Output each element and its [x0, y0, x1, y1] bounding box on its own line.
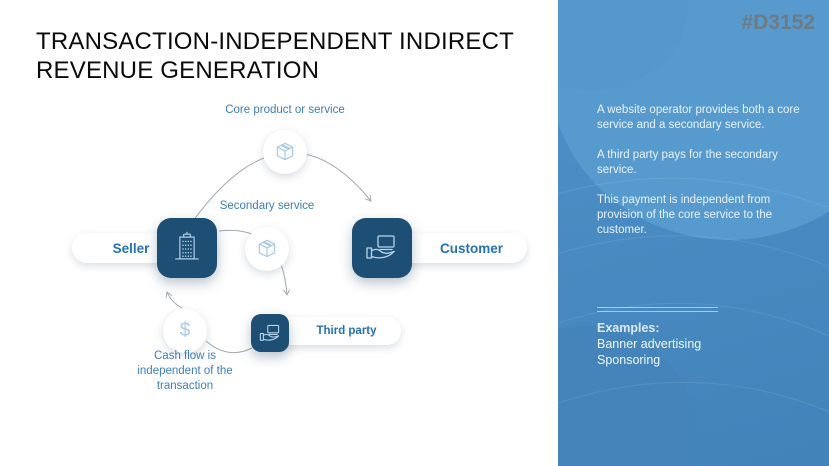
seller-node: [157, 218, 217, 278]
example-item: Sponsoring: [597, 353, 661, 367]
sidebar-paragraph: A third party pays for the secondary ser…: [597, 149, 778, 176]
cash-flow-label: Cash flow is independent of the transact…: [137, 350, 233, 392]
building-icon: [175, 231, 199, 260]
page-title: TRANSACTION-INDEPENDENT INDIRECT REVENUE…: [36, 28, 514, 84]
examples-divider: [597, 307, 718, 312]
core-product-label: Core product or service: [225, 104, 345, 116]
package-icon: [258, 239, 276, 258]
third-party-pill: Third party: [268, 317, 401, 345]
sidebar: #D3152 A website operator provides both …: [558, 0, 829, 466]
third-party-label: Third party: [316, 325, 377, 337]
template-code: #D3152: [741, 11, 815, 34]
cash-flow-node: $: [163, 309, 207, 353]
customer-label: Customer: [439, 240, 503, 256]
seller-label: Seller: [112, 240, 150, 256]
secondary-service-node: [245, 227, 289, 271]
secondary-service-label: Secondary service: [219, 200, 315, 212]
arc-thirdparty-to-cash: [205, 340, 253, 354]
third-party-node: [251, 314, 289, 352]
customer-node: [352, 218, 412, 278]
sidebar-paragraph: A website operator provides both a core …: [597, 104, 800, 131]
example-item: Banner advertising: [597, 337, 702, 351]
examples-block: Examples: Banner advertising Sponsoring: [597, 320, 701, 368]
dollar-icon: $: [179, 320, 191, 341]
sidebar-wave-lines: [558, 177, 829, 413]
laptop-hand-icon: [259, 324, 279, 341]
laptop-hand-icon: [366, 235, 395, 259]
sidebar-paragraph: This payment is independent from provisi…: [597, 194, 773, 236]
arc-cash-to-seller: [165, 291, 183, 309]
examples-heading: Examples:: [597, 321, 660, 335]
package-icon: [276, 142, 294, 161]
core-product-node: [263, 130, 307, 174]
sidebar-text-block: A website operator provides both a core …: [597, 103, 812, 253]
